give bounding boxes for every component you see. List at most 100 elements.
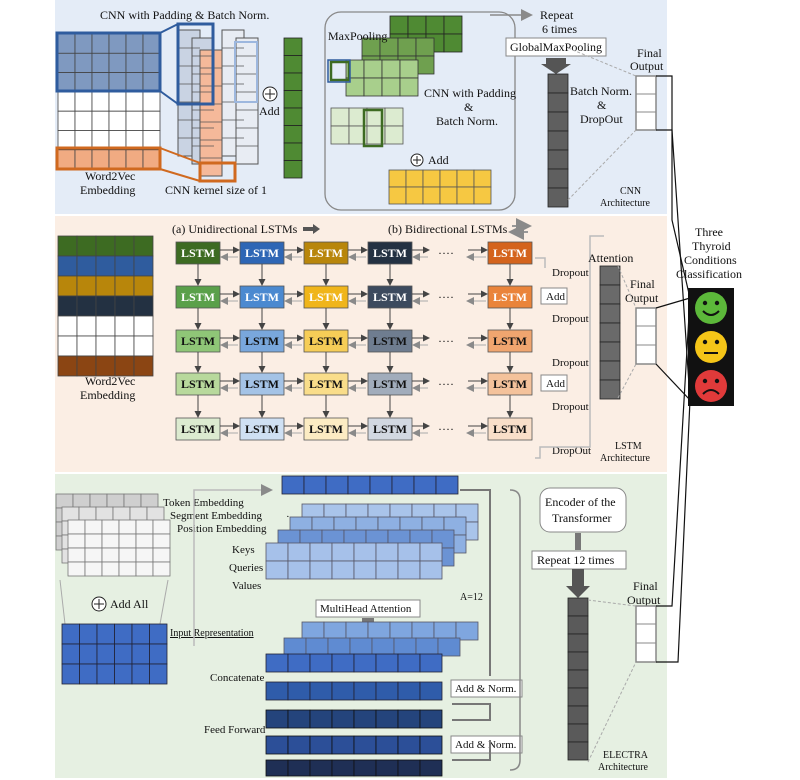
lstm-cell-label: LSTM [373,377,407,391]
lstm-dropout-4: Dropout [552,401,589,413]
cnn-repeat-2: 6 times [542,22,577,36]
lstm-cell-label: LSTM [245,334,279,348]
lstm-cell-label: LSTM [373,246,407,260]
lstm-embedding-label-2: Embedding [80,388,135,402]
classification-line-1: Three [695,225,723,239]
lstm-add-box-1 [540,287,568,305]
output-connectors [655,75,691,663]
lstm-cell: LSTM [303,241,349,265]
concatenate-label: Concatenate [210,672,264,684]
lstm-cell-label: LSTM [181,290,215,304]
cnn-conv-stacks [159,22,259,183]
maxpool-label: MaxPooling [328,29,387,43]
cnn-inner-add-symbol [410,153,424,167]
cnn-final-output [635,75,657,131]
concat-stacks [265,621,479,777]
lstm-cell: LSTM [239,417,285,441]
cnn-kernel-label: CNN kernel size of 1 [165,183,267,197]
position-embedding-label: Position Embedding [177,523,267,535]
cnn-inner-title-3: Batch Norm. [436,114,498,128]
queries-label: Queries [229,562,263,574]
segment-embedding-label: Segment Embedding [170,510,262,522]
token-embedding-label: Token Embedding [163,497,244,509]
lstm-dropout-3: Dropout [552,357,589,369]
classification-line-4: Classification [676,267,742,281]
lstm-cell: LSTM [367,285,413,309]
cnn-bn-1: Batch Norm. [570,84,632,98]
yellow-grid [388,169,492,205]
lstm-cell: LSTM [239,241,285,265]
lstm-ellipsis: ···· [438,377,454,391]
cnn-embedding-label-1: Word2Vec [85,169,135,183]
cnn-repeat-1: Repeat [540,8,574,22]
lstm-ellipsis: ···· [438,246,454,260]
lstm-dropout-last: DropOut [552,445,591,457]
lstm-dropout-1: Dropout [552,267,589,279]
cnn-inner-title-1: CNN with Padding [424,86,516,100]
classification-line-2: Thyroid [692,239,731,253]
sad-face-icon [695,370,727,402]
lstm-cell: LSTM [303,329,349,353]
add-all-symbol [91,596,107,612]
lstm-cell-label: LSTM [245,377,279,391]
lstm-embedding-grid [57,235,154,377]
lstm-cell-label: LSTM [373,290,407,304]
cnn-green-column [283,37,303,179]
cnn-bn-3: DropOut [580,112,623,126]
lstm-uni-label: (a) Unidirectional LSTMs [172,222,298,236]
lstm-cell: LSTM [303,417,349,441]
keys-label: Keys [232,544,255,556]
lstm-cell-label: LSTM [309,290,343,304]
lstm-add-box-2 [540,374,568,392]
cnn-embedding-label-2: Embedding [80,183,135,197]
lstm-cell-label: LSTM [493,290,527,304]
lstm-cell-label: LSTM [309,377,343,391]
encoder-box [539,487,627,533]
lstm-grid: LSTM LSTM LSTM LSTM LSTM ···· LSTM LSTM LSTM LSTM… [175,241,533,441]
lstm-dark-column [599,265,621,400]
encoder-label-2: Transformer [552,511,612,525]
lstm-cell: LSTM [239,329,285,353]
add-norm-box-1 [450,679,523,698]
lstm-cell: LSTM [175,329,221,353]
cnn-title: CNN with Padding & Batch Norm. [100,8,269,22]
cnn-dark-column [547,73,569,208]
input-representation-label: Input Representation [170,628,254,639]
lstm-add-1: Add [546,291,565,303]
repeat-12-label: Repeat 12 times [537,553,615,567]
cnn-final-2: Output [630,59,664,73]
attention-stacks: · [265,475,479,580]
lstm-embedding-label-1: Word2Vec [85,374,135,388]
lstm-cell-label: LSTM [309,422,343,436]
lstm-ellipsis: ···· [438,422,454,436]
lstm-cell-label: LSTM [373,334,407,348]
mha-box [315,599,421,618]
lstm-cell: LSTM [175,241,221,265]
lstm-cell: LSTM [175,372,221,396]
lstm-arch-2: Architecture [600,453,651,464]
lstm-cell-label: LSTM [181,334,215,348]
gmp-box [505,37,607,57]
lstm-bi-label: (b) Bidirectional LSTMs [388,222,508,236]
lstm-side-annotations: Dropout Add Dropout Dropout Add Dropout … [535,235,604,459]
lstm-arch-1: LSTM [615,441,642,452]
lstm-cell-label: LSTM [493,377,527,391]
lstm-final-1: Final [630,277,655,291]
cnn-inner-block [324,11,516,211]
lstm-final-output [635,307,657,365]
lstm-cell: LSTM [367,372,413,396]
cnn-bn-2: & [597,98,607,112]
lstm-cell: LSTM [239,372,285,396]
cnn-add-label: Add [259,104,280,118]
electra-arch-1: ELECTRA [603,750,649,761]
heads-label: A=12 [460,592,483,603]
lstm-cell-label: LSTM [493,246,527,260]
svg-text:·: · [286,511,290,523]
lstm-cell: LSTM [487,329,533,353]
input-representation-grid [61,623,168,685]
lstm-cell-label: LSTM [309,334,343,348]
lstm-cell-label: LSTM [373,422,407,436]
classification-line-3: Conditions [684,253,737,267]
add-norm-label-2: Add & Norm. [455,739,517,751]
